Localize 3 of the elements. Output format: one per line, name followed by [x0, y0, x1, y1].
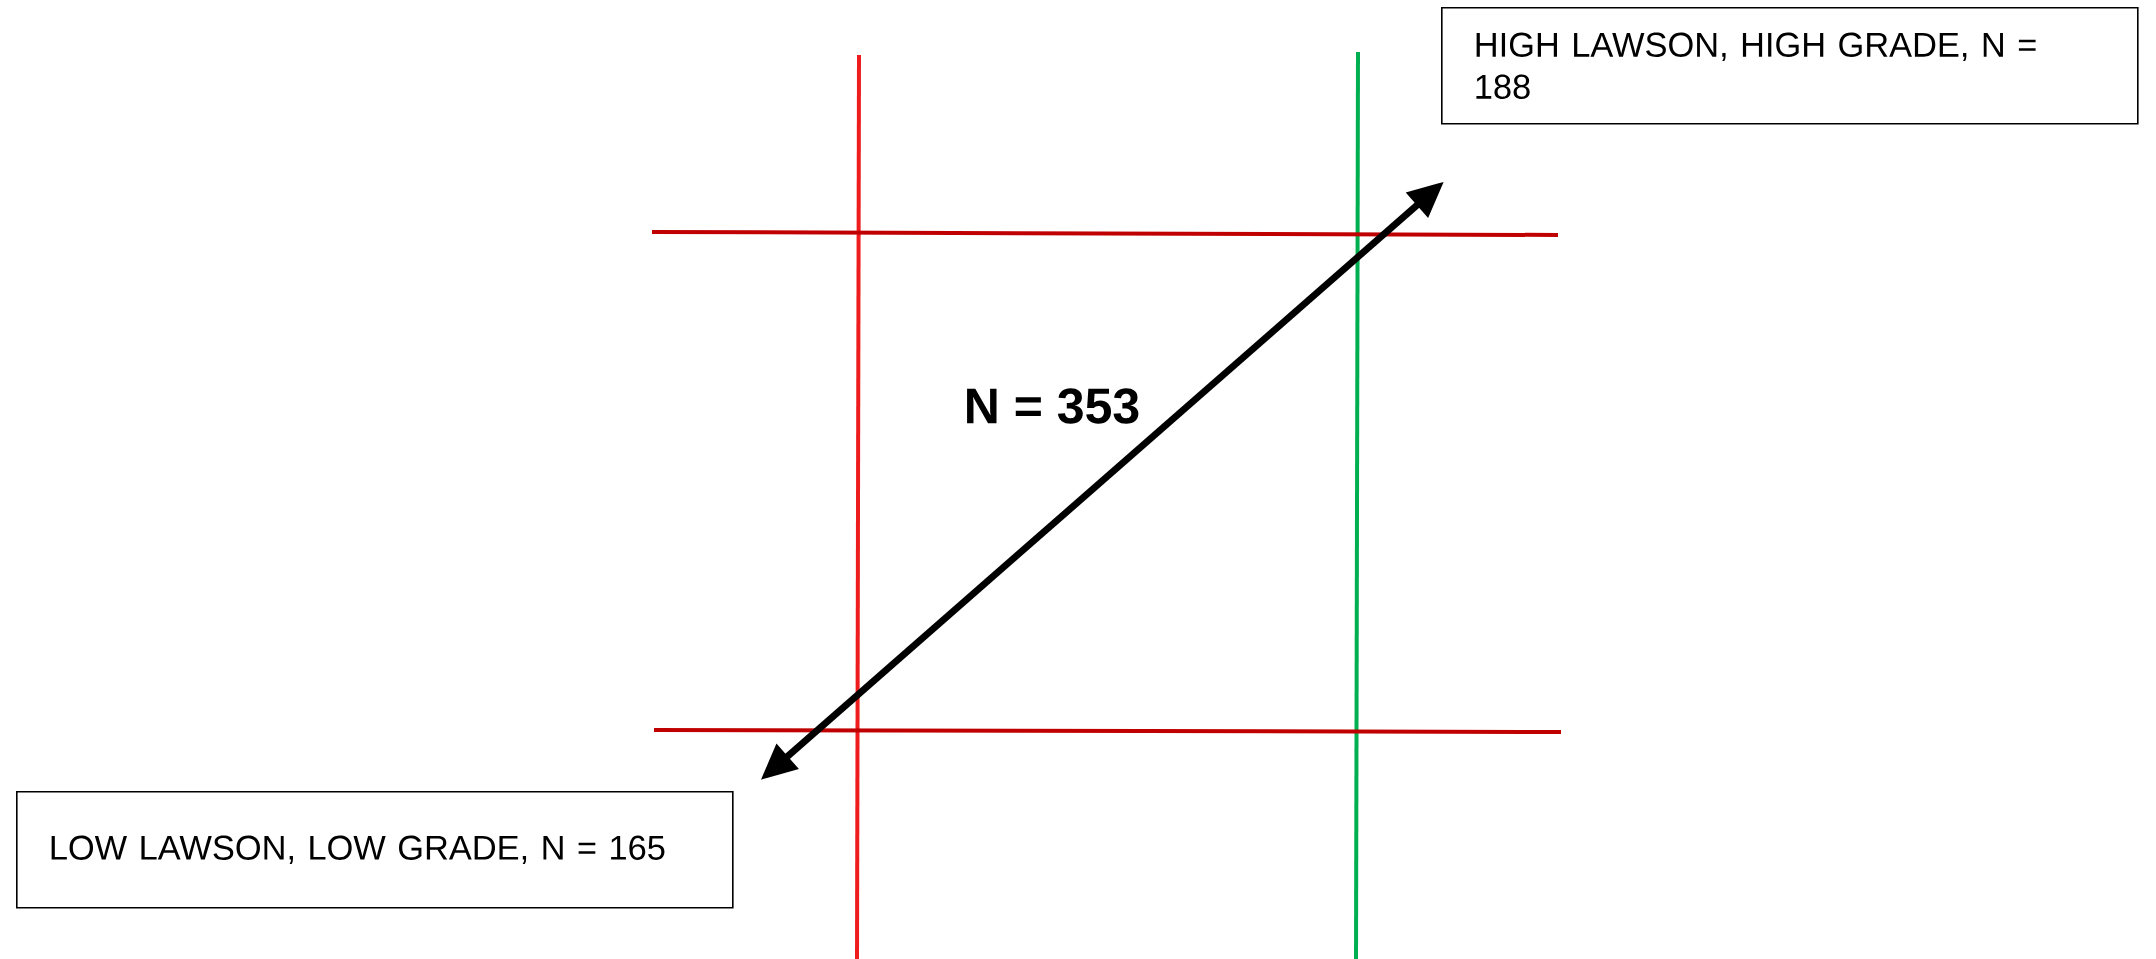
- text-box: HIGH LAWSON, HIGH GRADE, N = 188: [1441, 7, 2139, 125]
- text-box: LOW LAWSON, LOW GRADE, N = 165: [16, 791, 734, 909]
- edge-label: N = 353: [967, 388, 1139, 424]
